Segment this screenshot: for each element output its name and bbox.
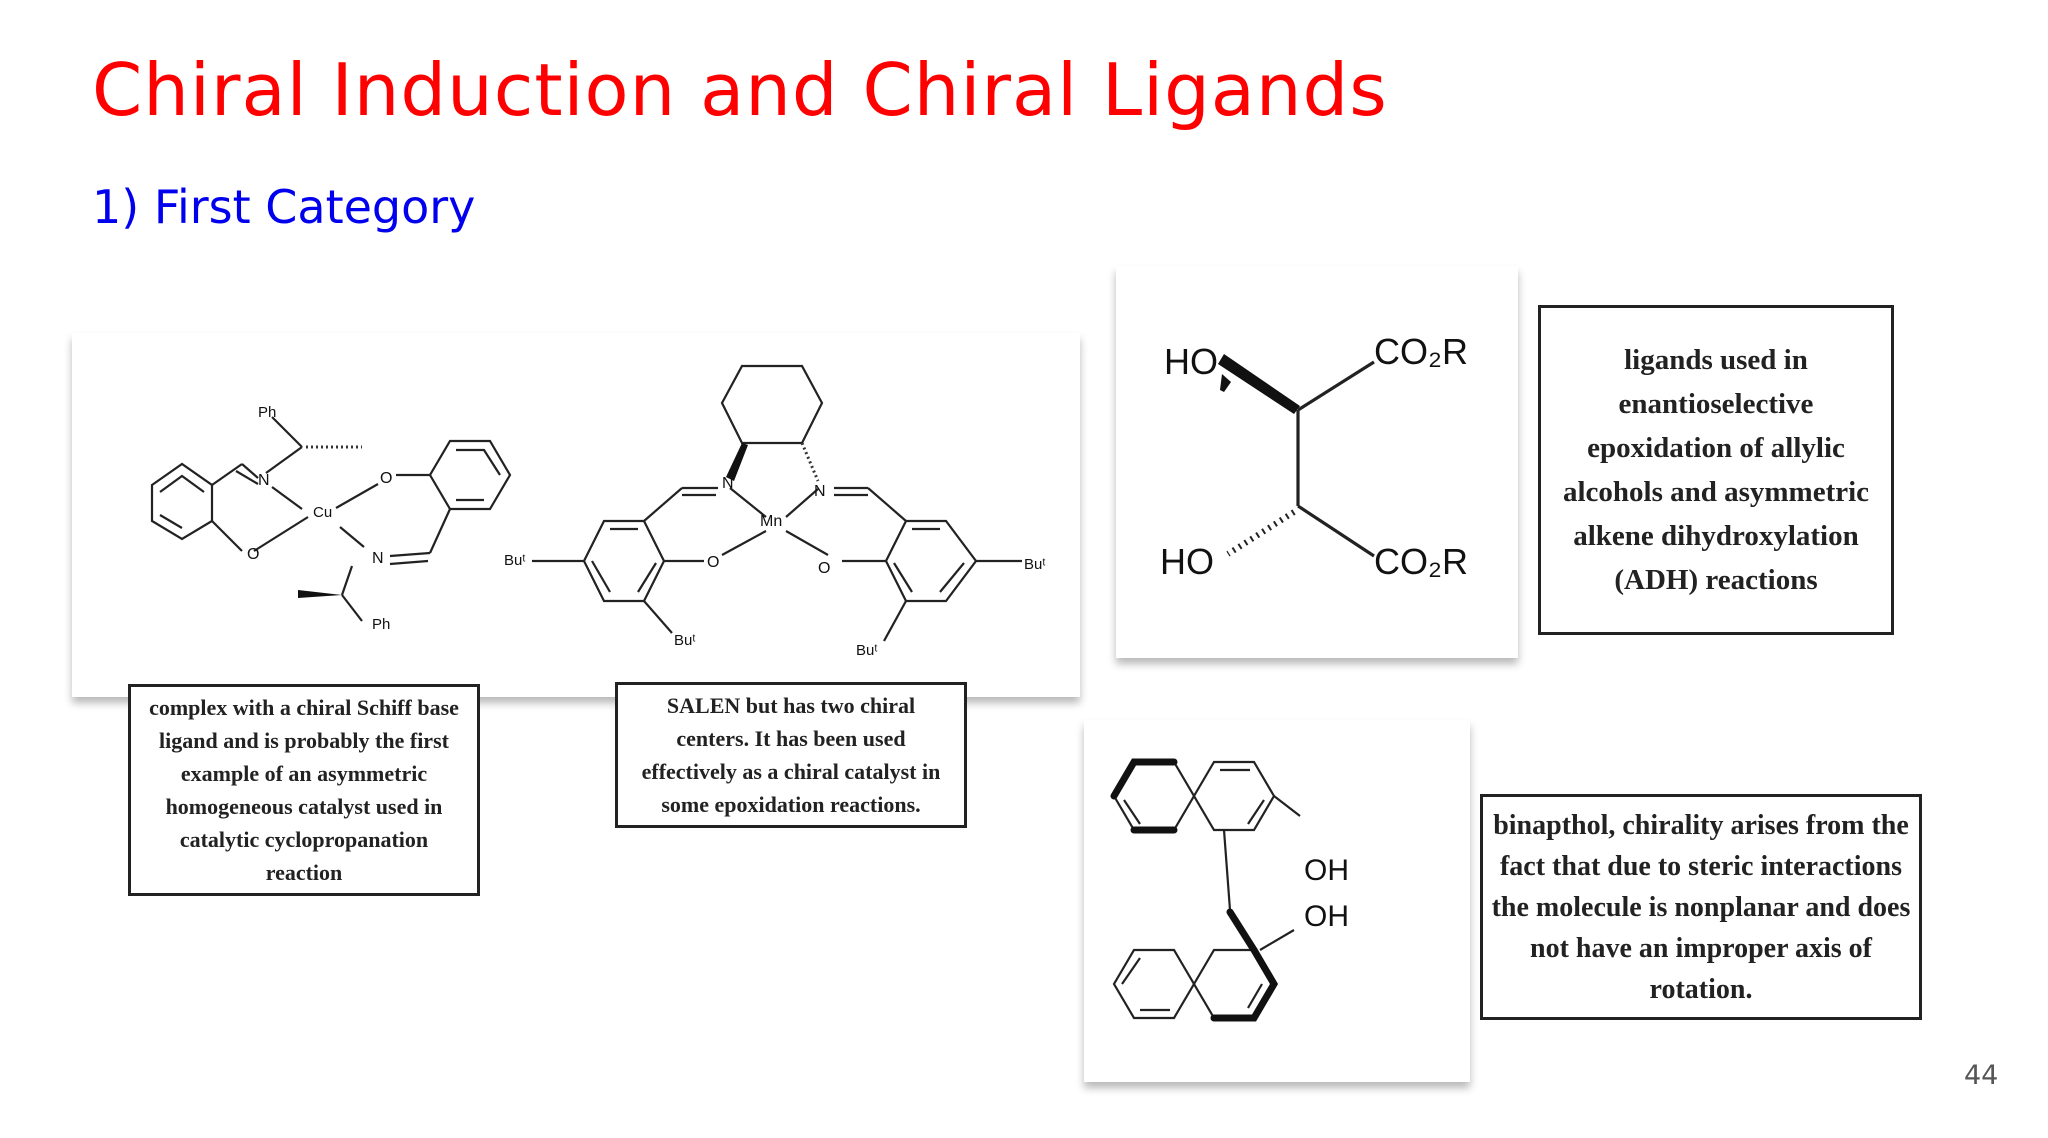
salen-n-left-label: N <box>722 475 734 492</box>
cu-schiff-base-complex-structure: Ph N Cu O O N Ph <box>150 404 512 633</box>
salen-bu-bottom-right-label: Buᵗ <box>856 642 878 659</box>
schiff-base-structures-panel: Ph N Cu O O N Ph <box>72 333 1080 697</box>
salen-complex-structure: N N Mn O O Buᵗ Buᵗ Buᵗ Buᵗ <box>504 364 1046 659</box>
cu-complex-o-left-label: O <box>247 546 259 563</box>
slide-subtitle: 1) First Category <box>92 180 476 234</box>
binol-structure-figure: OH OH <box>1110 758 1349 1022</box>
binol-caption: binapthol, chirality arises from the fac… <box>1480 794 1922 1020</box>
tartrate-caption: ligands used in enantioselective epoxida… <box>1538 305 1894 635</box>
page-number: 44 <box>1964 1060 1999 1091</box>
cu-complex-caption: complex with a chiral Schiff base ligand… <box>128 684 480 896</box>
binol-oh-bottom-label: OH <box>1304 900 1349 933</box>
binol-structure-panel: OH OH <box>1084 720 1470 1082</box>
cu-complex-ph-top-label: Ph <box>258 404 276 421</box>
salen-caption-text: SALEN but has two chiral centers. It has… <box>641 693 941 817</box>
tartrate-structure-panel: HO CO₂R HO CO₂R <box>1116 266 1518 658</box>
salen-o-left-label: O <box>707 554 719 571</box>
tartrate-co2r-bottom-label: CO₂R <box>1374 541 1468 582</box>
tartrate-co2r-top-label: CO₂R <box>1374 331 1468 372</box>
cu-complex-n2-label: N <box>372 550 384 567</box>
tartrate-ho-bottom-label: HO <box>1160 541 1214 582</box>
slide-title: Chiral Induction and Chiral Ligands <box>92 48 1388 132</box>
cu-complex-ph-bottom-label: Ph <box>372 616 390 633</box>
salen-mn-label: Mn <box>760 513 782 530</box>
schiff-base-structures-figure: Ph N Cu O O N Ph <box>150 364 1046 659</box>
tartrate-ho-top-label: HO <box>1164 341 1218 382</box>
binol-oh-top-label: OH <box>1304 854 1349 887</box>
binol-caption-text: binapthol, chirality arises from the fac… <box>1491 809 1911 1005</box>
cu-complex-cu-label: Cu <box>313 504 332 521</box>
cu-complex-caption-text: complex with a chiral Schiff base ligand… <box>149 695 459 885</box>
salen-o-right-label: O <box>818 560 830 577</box>
cu-complex-o-right-label: O <box>380 470 392 487</box>
salen-bu-left-label: Buᵗ <box>504 552 526 569</box>
salen-caption: SALEN but has two chiral centers. It has… <box>615 682 967 828</box>
salen-bu-right-label: Buᵗ <box>1024 556 1046 573</box>
tartrate-caption-text: ligands used in enantioselective epoxida… <box>1562 344 1870 596</box>
tartrate-structure-figure: HO CO₂R HO CO₂R <box>1160 331 1468 582</box>
salen-n-right-label: N <box>814 483 826 500</box>
cu-complex-n1-label: N <box>258 472 270 489</box>
salen-bu-bottom-left-label: Buᵗ <box>674 632 696 649</box>
